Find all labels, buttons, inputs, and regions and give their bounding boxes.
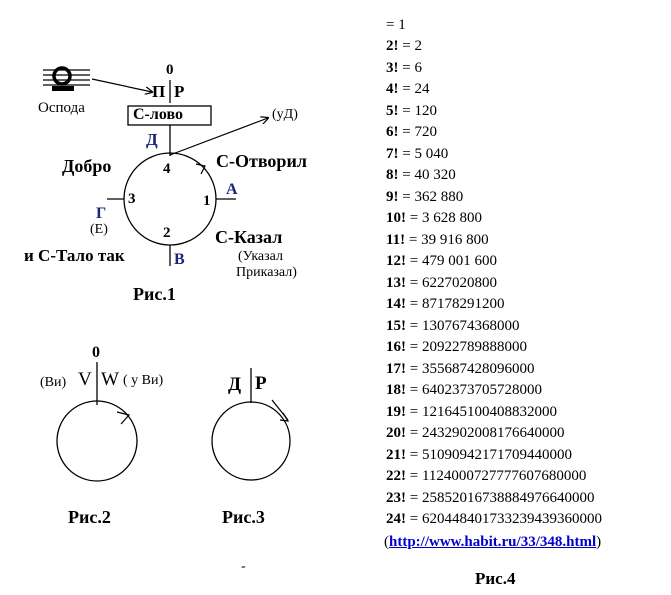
g-label: Г [96, 205, 107, 222]
fig3-lines [211, 368, 291, 481]
fig1-lines [91, 78, 268, 266]
factorial-row: 4! = 24 [386, 81, 430, 97]
fig4-caption: Рис.4 [475, 569, 516, 588]
factorial-row: 3! = 6 [386, 60, 422, 76]
sotvoril-label: С-Отворил [216, 151, 307, 171]
num-4: 4 [163, 161, 171, 177]
fig3-r-label: Р [255, 373, 267, 394]
factorial-row: 7! = 5 040 [386, 146, 449, 162]
num-3: 3 [128, 191, 136, 207]
fig1-p-label: П [152, 82, 166, 101]
fig1-zero: 0 [166, 62, 174, 78]
a-label: А [226, 181, 238, 198]
factorial-row: 15! = 1307674368000 [386, 318, 520, 334]
factorial-row: 16! = 20922789888000 [386, 339, 527, 355]
factorial-row: 21! = 51090942171709440000 [386, 447, 572, 463]
factorial-row: 17! = 355687428096000 [386, 361, 535, 377]
stray-dash: - [241, 559, 246, 574]
prikazal-label: Приказал) [236, 265, 297, 280]
factorial-row: 9! = 362 880 [386, 189, 464, 205]
factorial-row: 11! = 39 916 800 [386, 232, 489, 248]
source-link[interactable]: http://www.habit.ru/33/348.html [389, 534, 597, 550]
factorial-row: 23! = 25852016738884976640000 [386, 490, 595, 506]
ud-label: (уД) [272, 107, 298, 122]
fig1-caption: Рис.1 [133, 284, 176, 304]
fig2-uvi-label: ( у Ви) [123, 373, 164, 388]
fig2-vi-label: (Ви) [40, 375, 67, 390]
factorial-row: 2! = 2 [386, 38, 422, 54]
fig3-circle [211, 401, 291, 481]
d-label: Д [146, 130, 158, 149]
fig2-lines [56, 362, 138, 482]
num-2: 2 [163, 225, 171, 241]
fig2-circle [56, 400, 138, 482]
fig1-r-label: Р [174, 82, 185, 101]
factorial-row: 12! = 479 001 600 [386, 253, 497, 269]
factorial-row: = 1 [386, 17, 406, 33]
fig3-d-label: Д [228, 374, 242, 395]
dobro-label: Добро [62, 156, 112, 176]
factorial-row: 22! = 1124000727777607680000 [386, 468, 587, 484]
factorial-row: 19! = 121645100408832000 [386, 404, 557, 420]
factorial-row: 10! = 3 628 800 [386, 210, 482, 226]
fig3-caption: Рис.3 [222, 507, 265, 527]
skazal-label: С-Казал [215, 227, 283, 247]
fig2-v-label: V [78, 369, 92, 390]
e-label: (Е) [90, 222, 108, 237]
fig2-caption: Рис.2 [68, 507, 111, 527]
ukazal-label: (Указал [238, 249, 284, 264]
factorial-row: 14! = 87178291200 [386, 296, 505, 312]
fig2-w-label: W [101, 369, 119, 390]
factorial-row: 5! = 120 [386, 103, 437, 119]
v-label: В [174, 251, 185, 268]
factorial-row: 13! = 6227020800 [386, 275, 497, 291]
factorial-row: 24! = 620448401733239439360000 [386, 511, 602, 527]
slovo-label: С-лово [133, 106, 183, 123]
i-stalo-label: и С-Тало так [24, 246, 125, 265]
factorial-row: 18! = 6402373705728000 [386, 382, 542, 398]
factorial-row: 8! = 40 320 [386, 167, 456, 183]
factorial-row: 6! = 720 [386, 124, 437, 140]
num-1: 1 [203, 193, 211, 209]
ospoda-label: Оспода [38, 100, 85, 116]
factorial-row: 20! = 2432902008176640000 [386, 425, 565, 441]
source-link-wrapper: (http://www.habit.ru/33/348.html) [384, 534, 602, 550]
fig2-zero: 0 [92, 344, 100, 361]
